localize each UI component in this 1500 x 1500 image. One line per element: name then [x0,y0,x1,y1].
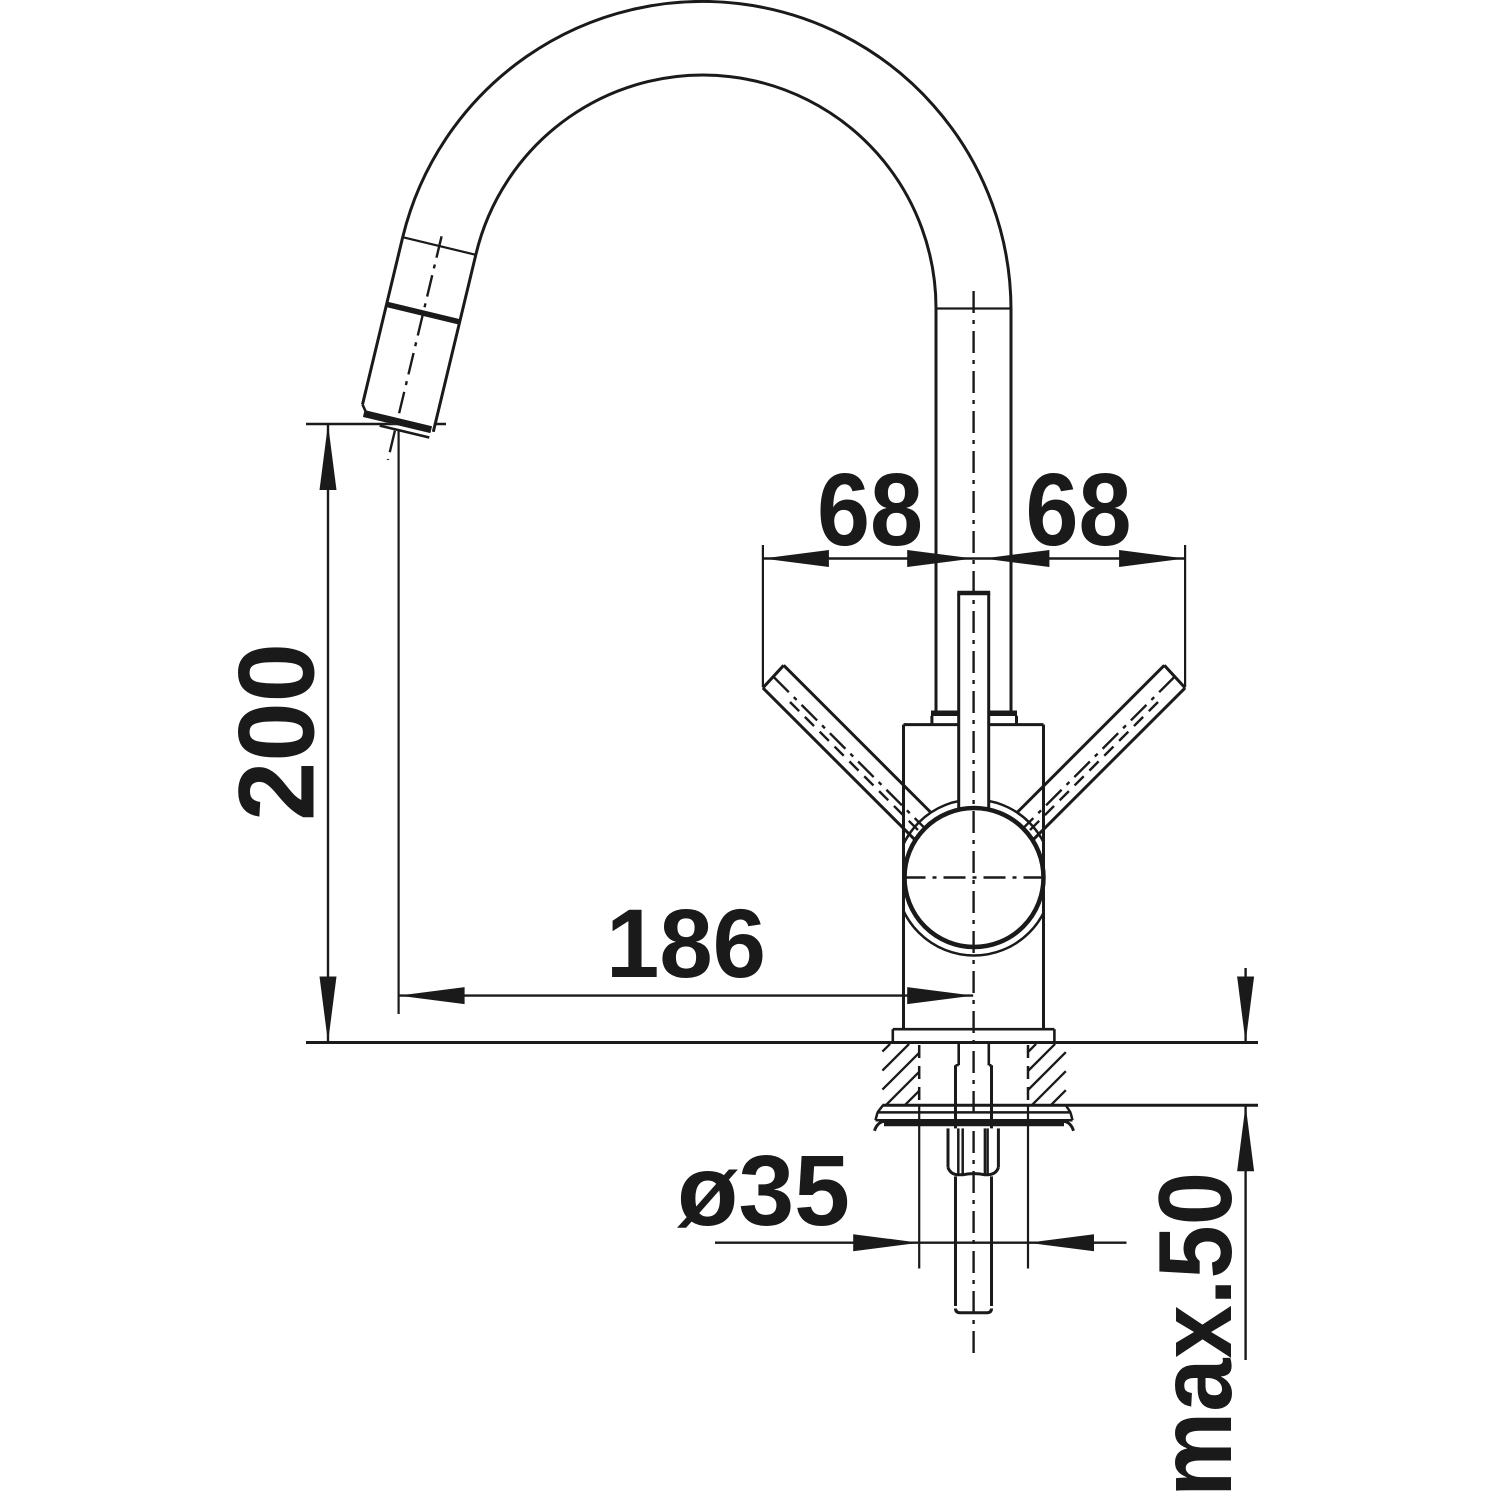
svg-text:68: 68 [1026,452,1132,567]
svg-text:186: 186 [606,889,766,998]
svg-text:68: 68 [817,452,923,567]
svg-text:200: 200 [216,643,337,821]
svg-text:max.50: max.50 [1138,1172,1254,1497]
svg-text:ø35: ø35 [677,1135,850,1247]
